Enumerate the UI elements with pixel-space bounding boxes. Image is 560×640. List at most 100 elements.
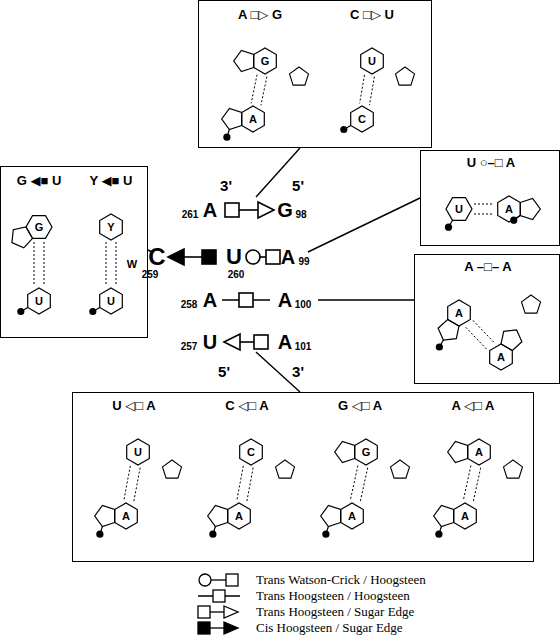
base-ring: [454, 503, 477, 529]
base-ring: [208, 506, 228, 527]
base-ring: [446, 198, 472, 221]
residue-label: 258: [181, 300, 198, 310]
base-pair-sketch: [78, 396, 190, 560]
glycosidic-dot: [435, 531, 442, 538]
residue-label: 5': [292, 178, 304, 193]
residue-label: A: [281, 247, 295, 267]
residue-label: 99: [298, 257, 309, 267]
base-letter: A: [118, 508, 134, 524]
base-letter: G: [257, 53, 273, 69]
base-letter: A: [451, 305, 467, 321]
hydrogen-bond: [124, 466, 130, 501]
legend-triangle: [224, 606, 238, 618]
base-ring: [520, 199, 540, 220]
base-ring: [355, 439, 378, 465]
base-ring: [498, 196, 521, 222]
base-letter: C: [354, 111, 370, 127]
residue-label: 3': [220, 178, 232, 193]
base-letter: A: [471, 444, 487, 460]
residue-label: 257: [181, 342, 198, 352]
base-ring: [351, 106, 374, 132]
watson-crick-circle: [246, 250, 260, 264]
base-pair-node: A □▷ GGA: [205, 5, 315, 145]
pair-heading: U ◁□ A: [78, 398, 190, 413]
base-ring: [222, 109, 242, 130]
base-pair-sketch: [191, 396, 303, 560]
hydrogen-bond: [247, 468, 253, 503]
hydrogen-bond: [350, 466, 358, 501]
sugar-triangle-filled: [168, 249, 184, 265]
hydrogen-bond: [237, 466, 243, 501]
hydrogen-bond: [474, 204, 494, 205]
residue-label: 101: [295, 342, 312, 352]
residue-label: A: [203, 200, 217, 220]
base-ring: [501, 330, 522, 351]
hydrogen-bond: [106, 242, 107, 286]
sugar-ring: [163, 460, 182, 478]
base-pair-node: U ◁□ A U A: [78, 396, 190, 560]
residue-label: C: [148, 245, 165, 269]
residue-label: G: [277, 200, 293, 220]
hoogsteen-square: [225, 203, 239, 217]
pair-heading: G ◁□ A: [304, 398, 416, 413]
hydrogen-bond: [360, 468, 368, 503]
pair-heading: C □▷ U: [317, 7, 427, 22]
base-pair-sketch: [77, 171, 145, 335]
pair-heading: U ○–□ A: [425, 155, 557, 170]
base-pair-node: C □▷ UUC: [317, 5, 427, 145]
glycosidic-dot: [445, 224, 452, 231]
sugar-triangle: [224, 334, 240, 350]
structure-panel: U ◁□ AUAC ◁□ ACAG ◁□ AGAA ◁□ AAA: [72, 392, 534, 562]
sugar-ring: [396, 67, 415, 85]
base-pair-node: Y ◀■ UYUW: [77, 171, 145, 335]
residue-label: A: [278, 332, 292, 352]
legend-text: Trans Watson-Crick / Hoogsteen: [256, 572, 426, 588]
residue-label: 5': [218, 364, 230, 379]
residue-label: 3': [292, 364, 304, 379]
legend-text: Cis Hoogsteen / Sugar Edge: [256, 620, 403, 636]
glycosidic-dot: [17, 308, 24, 315]
base-ring: [115, 503, 138, 529]
leader-lines: [148, 148, 420, 392]
base-pair-node: U ○–□ AUA: [425, 153, 557, 245]
glycosidic-dot: [223, 134, 230, 141]
legend-line: [210, 627, 224, 628]
pair-line: [239, 209, 258, 211]
hoogsteen-square: [254, 335, 268, 349]
hydrogen-bond: [134, 468, 140, 503]
sugar-ring: [276, 460, 295, 478]
base-pair-sketch: [317, 5, 427, 145]
hydrogen-bond: [34, 242, 35, 286]
legend-text: Trans Hoogsteen / Sugar Edge: [256, 604, 414, 620]
hydrogen-bond: [44, 242, 45, 286]
structure-panel: A □▷ GGAC □▷ UUC: [198, 0, 432, 148]
base-ring: [341, 503, 364, 529]
base-letter: A: [231, 508, 247, 524]
leader-line: [318, 299, 414, 300]
hydrogen-bond: [251, 75, 257, 104]
base-ring: [228, 503, 251, 529]
sugar-ring: [504, 460, 523, 478]
legend-line: [211, 579, 226, 580]
center-pair-symbols: [168, 202, 280, 350]
hydrogen-bond: [466, 327, 487, 349]
residue-label: U: [226, 246, 242, 268]
structure-panel: U ○–□ AUA: [420, 150, 560, 246]
pair-heading: Y ◀■ U: [77, 173, 145, 188]
legend-square: [198, 606, 210, 618]
sugar-ring: [290, 67, 309, 85]
base-ring: [242, 106, 265, 132]
base-pair-sketch: [417, 396, 529, 560]
legend-square: [213, 590, 225, 602]
residue-label: U: [203, 332, 217, 352]
leader-line: [308, 198, 420, 252]
hoogsteen-square: [266, 250, 280, 264]
base-letter: U: [130, 444, 146, 460]
base-letter: A: [457, 508, 473, 524]
base-pair-sketch: [5, 171, 73, 335]
base-ring: [468, 439, 491, 465]
residue-label: 259: [142, 270, 159, 280]
base-letter: Y: [103, 219, 119, 235]
hydrogen-bond: [116, 242, 117, 286]
